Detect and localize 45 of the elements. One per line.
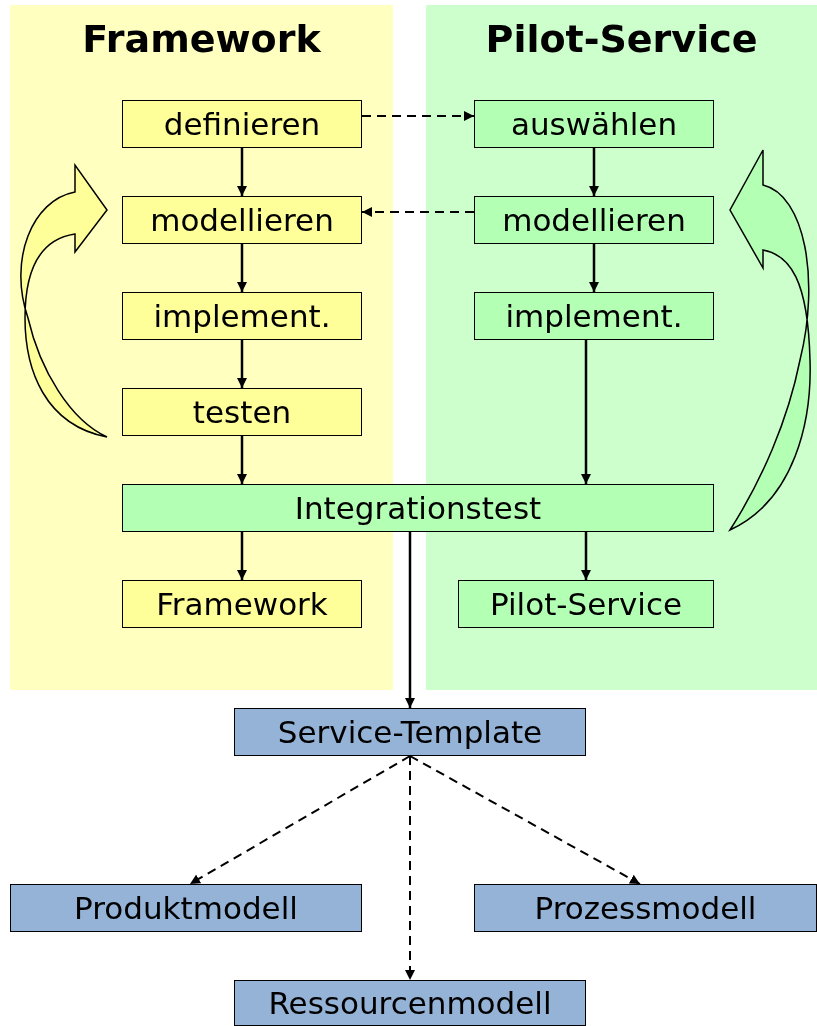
process-box: [122, 196, 362, 244]
process-box: [474, 884, 817, 932]
arrow: [409, 755, 641, 885]
arrow: [405, 755, 415, 981]
arrow: [589, 244, 599, 292]
arrow: [237, 436, 247, 484]
lane-title: Framework: [81, 17, 322, 61]
arrow: [581, 340, 591, 484]
arrow: [361, 207, 475, 217]
process-box: [474, 100, 714, 148]
process-box: [122, 484, 714, 532]
process-box: [234, 708, 586, 756]
arrow: [405, 532, 415, 708]
process-box: [234, 980, 586, 1026]
process-box: [122, 388, 362, 436]
process-box: [122, 580, 362, 628]
box-label: Pilot-Service: [489, 586, 683, 622]
arrow: [189, 755, 411, 885]
process-box: [122, 100, 362, 148]
box-label: Ressourcenmodell: [268, 985, 552, 1021]
process-box: [474, 292, 714, 340]
arrow: [361, 111, 475, 121]
arrow: [237, 148, 247, 196]
arrow: [581, 532, 591, 580]
arrow: [237, 244, 247, 292]
box-label: modellieren: [502, 202, 686, 238]
box-label: definieren: [163, 106, 321, 142]
box-label: auswählen: [510, 106, 678, 142]
arrow: [237, 532, 247, 580]
box-label: modellieren: [150, 202, 334, 238]
box-label: Integrationstest: [294, 490, 542, 526]
box-label: Prozessmodell: [534, 890, 757, 926]
box-label: Produktmodell: [74, 890, 298, 926]
box-label: implement.: [153, 298, 331, 334]
process-box: [458, 580, 714, 628]
box-label: implement.: [505, 298, 683, 334]
process-box: [122, 292, 362, 340]
arrow: [237, 340, 247, 388]
box-label: testen: [192, 394, 292, 430]
box-label: Framework: [156, 586, 328, 622]
box-label: Service-Template: [277, 714, 543, 750]
process-box: [474, 196, 714, 244]
process-box: [10, 884, 362, 932]
lane-title: Pilot-Service: [484, 17, 759, 61]
arrow: [589, 148, 599, 196]
